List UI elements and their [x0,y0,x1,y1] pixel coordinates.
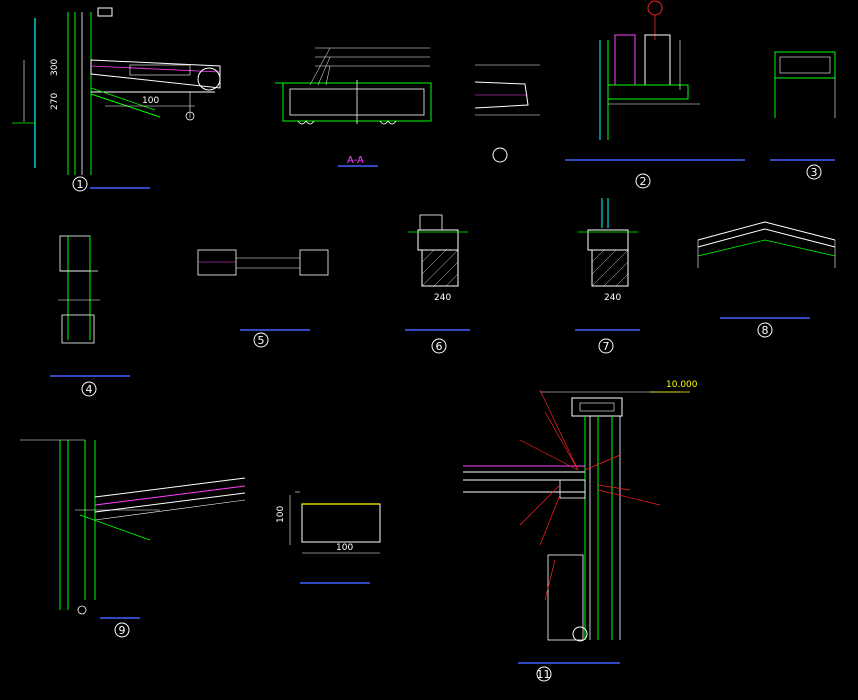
brace [90,93,161,118]
detail-6-foundation: 240 6 [405,214,470,354]
detail-4-window-flashing: 4 [50,235,130,397]
detail-number-9: 9 [119,624,126,637]
dim-300: 300 [50,59,60,76]
dim-240-a: 240 [434,293,451,303]
detail-3-door: 3 [770,51,836,180]
detail-7-foundation: 240 7 [575,198,640,354]
dim-270: 270 [50,93,60,110]
detail-number-8: 8 [762,324,769,337]
detail-marker-1 [72,176,88,192]
detail-number-5: 5 [258,334,265,347]
detail-marker-11 [536,666,552,682]
detail-marker-5 [253,332,269,348]
detail-number-7: 7 [603,340,610,353]
detail-11-gable: 10.000 11 [463,380,698,682]
detail-8-ridge: 8 [697,221,836,338]
detail-number-4: 4 [86,383,93,396]
detail-marker-2 [635,173,651,189]
detail-5-window-side: 5 [197,249,329,348]
detail-marker-4 [81,381,97,397]
detail-9-eave-gutter: 9 [20,439,246,638]
detail-eave-small [474,64,540,163]
section-a-a: A-A [275,47,432,167]
section-label-aa: A-A [347,155,364,166]
detail-number-3: 3 [811,166,818,179]
detail-number-1: 1 [77,178,84,191]
dim-100-a: 100 [276,506,286,523]
detail-1-canopy: 300 270 100 1 [12,7,221,192]
detail-marker-6 [431,338,447,354]
detail-marker-0 [492,147,508,163]
detail-marker-7 [598,338,614,354]
detail-2-wall-connection: 2 [565,0,745,189]
detail-number-2: 2 [640,175,647,188]
canopy-beam [90,59,221,89]
detail-number-6: 6 [436,340,443,353]
detail-parapet: 100 100 [276,491,381,584]
dim-span: 100 [142,96,159,106]
detail-marker-9 [114,622,130,638]
dim-100-b: 100 [336,543,353,553]
dim-240-b: 240 [604,293,621,303]
detail-number-11: 11 [537,668,551,681]
elevation-label: 10.000 [666,380,698,390]
detail-marker-3 [806,164,822,180]
detail-marker-8 [757,322,773,338]
